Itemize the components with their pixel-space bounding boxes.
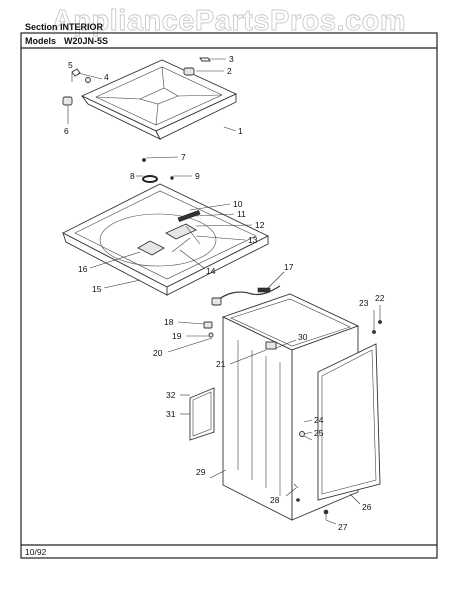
callout-25: 25 [314,428,324,438]
watermark-text: AppliancePartsPros.com [52,5,406,37]
callout-13: 13 [248,235,258,245]
section-value: INTERIOR [60,22,104,32]
callout-28: 28 [270,495,280,505]
callout-numbers: 1 2 3 4 5 6 7 8 9 10 11 12 13 14 15 16 1… [64,54,385,532]
callout-26: 26 [362,502,372,512]
callout-16: 16 [78,264,88,274]
sheet-frame [20,32,438,559]
callout-18: 18 [164,317,174,327]
wire-harness [211,285,281,306]
callout-19: 19 [172,331,182,341]
callout-27: 27 [338,522,348,532]
callout-31: 31 [166,409,176,419]
callout-20: 20 [153,348,163,358]
callout-8: 8 [130,171,135,181]
section-label: Section [25,22,58,32]
callout-32: 32 [166,390,176,400]
models-label: Models [25,36,56,46]
side-panel [299,343,381,501]
callout-14: 14 [206,266,216,276]
callout-23: 23 [359,298,369,308]
callout-6: 6 [64,126,69,136]
callout-11: 11 [237,209,246,219]
lid-hinge-parts [62,57,211,180]
callout-21: 21 [216,359,226,369]
top-lid-panel [80,59,238,140]
cabinet-clips [203,320,382,520]
callout-24: 24 [314,415,324,425]
callout-4: 4 [104,72,109,82]
callout-7: 7 [181,152,186,162]
callout-30: 30 [298,332,308,342]
callout-9: 9 [195,171,200,181]
callout-29: 29 [196,467,206,477]
callout-10: 10 [233,199,243,209]
gasket-ring [142,175,158,183]
callout-22: 22 [375,293,385,303]
callout-12: 12 [255,220,265,230]
callout-15: 15 [92,284,102,294]
tub-ring-top [62,175,270,296]
callout-5: 5 [68,60,73,70]
footer-date: 10/92 [25,547,47,557]
callout-17: 17 [284,262,294,272]
access-panel [189,387,215,441]
models-value: W20JN-5S [64,36,108,46]
callout-3: 3 [229,54,234,64]
callout-1: 1 [238,126,243,136]
callout-2: 2 [227,66,232,76]
leader-lines [67,58,381,525]
